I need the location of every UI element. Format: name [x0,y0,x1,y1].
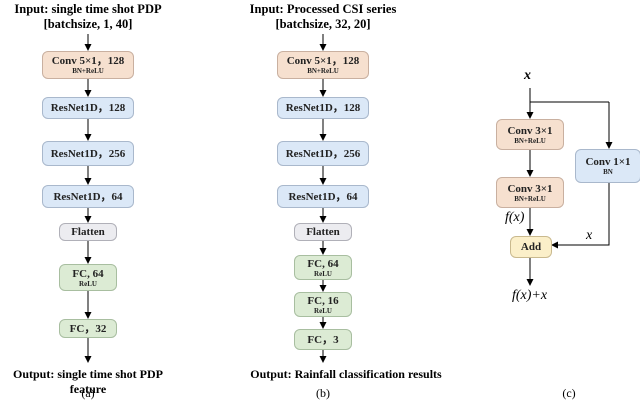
panel-a-input-title: Input: single time shot PDP [batchsize, … [14,2,162,31]
panel-b-caption: (b) [316,386,330,400]
shortcut-x-label: x [586,228,593,243]
conv-5x1-block: Conv 5×1，128 BN+ReLU [277,51,369,79]
panel-a-output: Output: single time shot PDP feature [13,367,163,396]
input-x-label: x [524,68,531,83]
add-block: Add [510,236,552,258]
resnet1d-block: ResNet1D，64 [42,185,134,208]
output-fx-plus-x: f(x)+x [512,288,548,303]
fc-block: FC，3 [294,329,352,350]
fx-label: f(x) [505,210,525,225]
resnet1d-block: ResNet1D，128 [42,97,134,119]
panel-a-caption: (a) [81,386,95,400]
flatten-block: Flatten [59,223,117,241]
conv-3x1-block: Conv 3×1 BN+ReLU [496,119,564,150]
resnet1d-block: ResNet1D，256 [277,141,369,166]
resnet1d-block: ResNet1D，128 [277,97,369,119]
conv-3x1-block: Conv 3×1 BN+ReLU [496,177,564,208]
resnet1d-block: ResNet1D，256 [42,141,134,166]
fc-block: FC, 64 ReLU [294,255,352,280]
panel-c-caption: (c) [562,386,576,400]
fc-block: FC, 16 ReLU [294,292,352,317]
flatten-block: Flatten [294,223,352,241]
conv-1x1-shortcut-block: Conv 1×1 BN [575,149,640,183]
conv-5x1-block: Conv 5×1，128 BN+ReLU [42,51,134,79]
resnet1d-block: ResNet1D，64 [277,185,369,208]
panel-b-input-title: Input: Processed CSI series [batchsize, … [249,2,397,31]
fc-block: FC，32 [59,319,117,338]
panel-b-output: Output: Rainfall classification results [250,367,442,381]
fc-block: FC, 64 ReLU [59,264,117,291]
